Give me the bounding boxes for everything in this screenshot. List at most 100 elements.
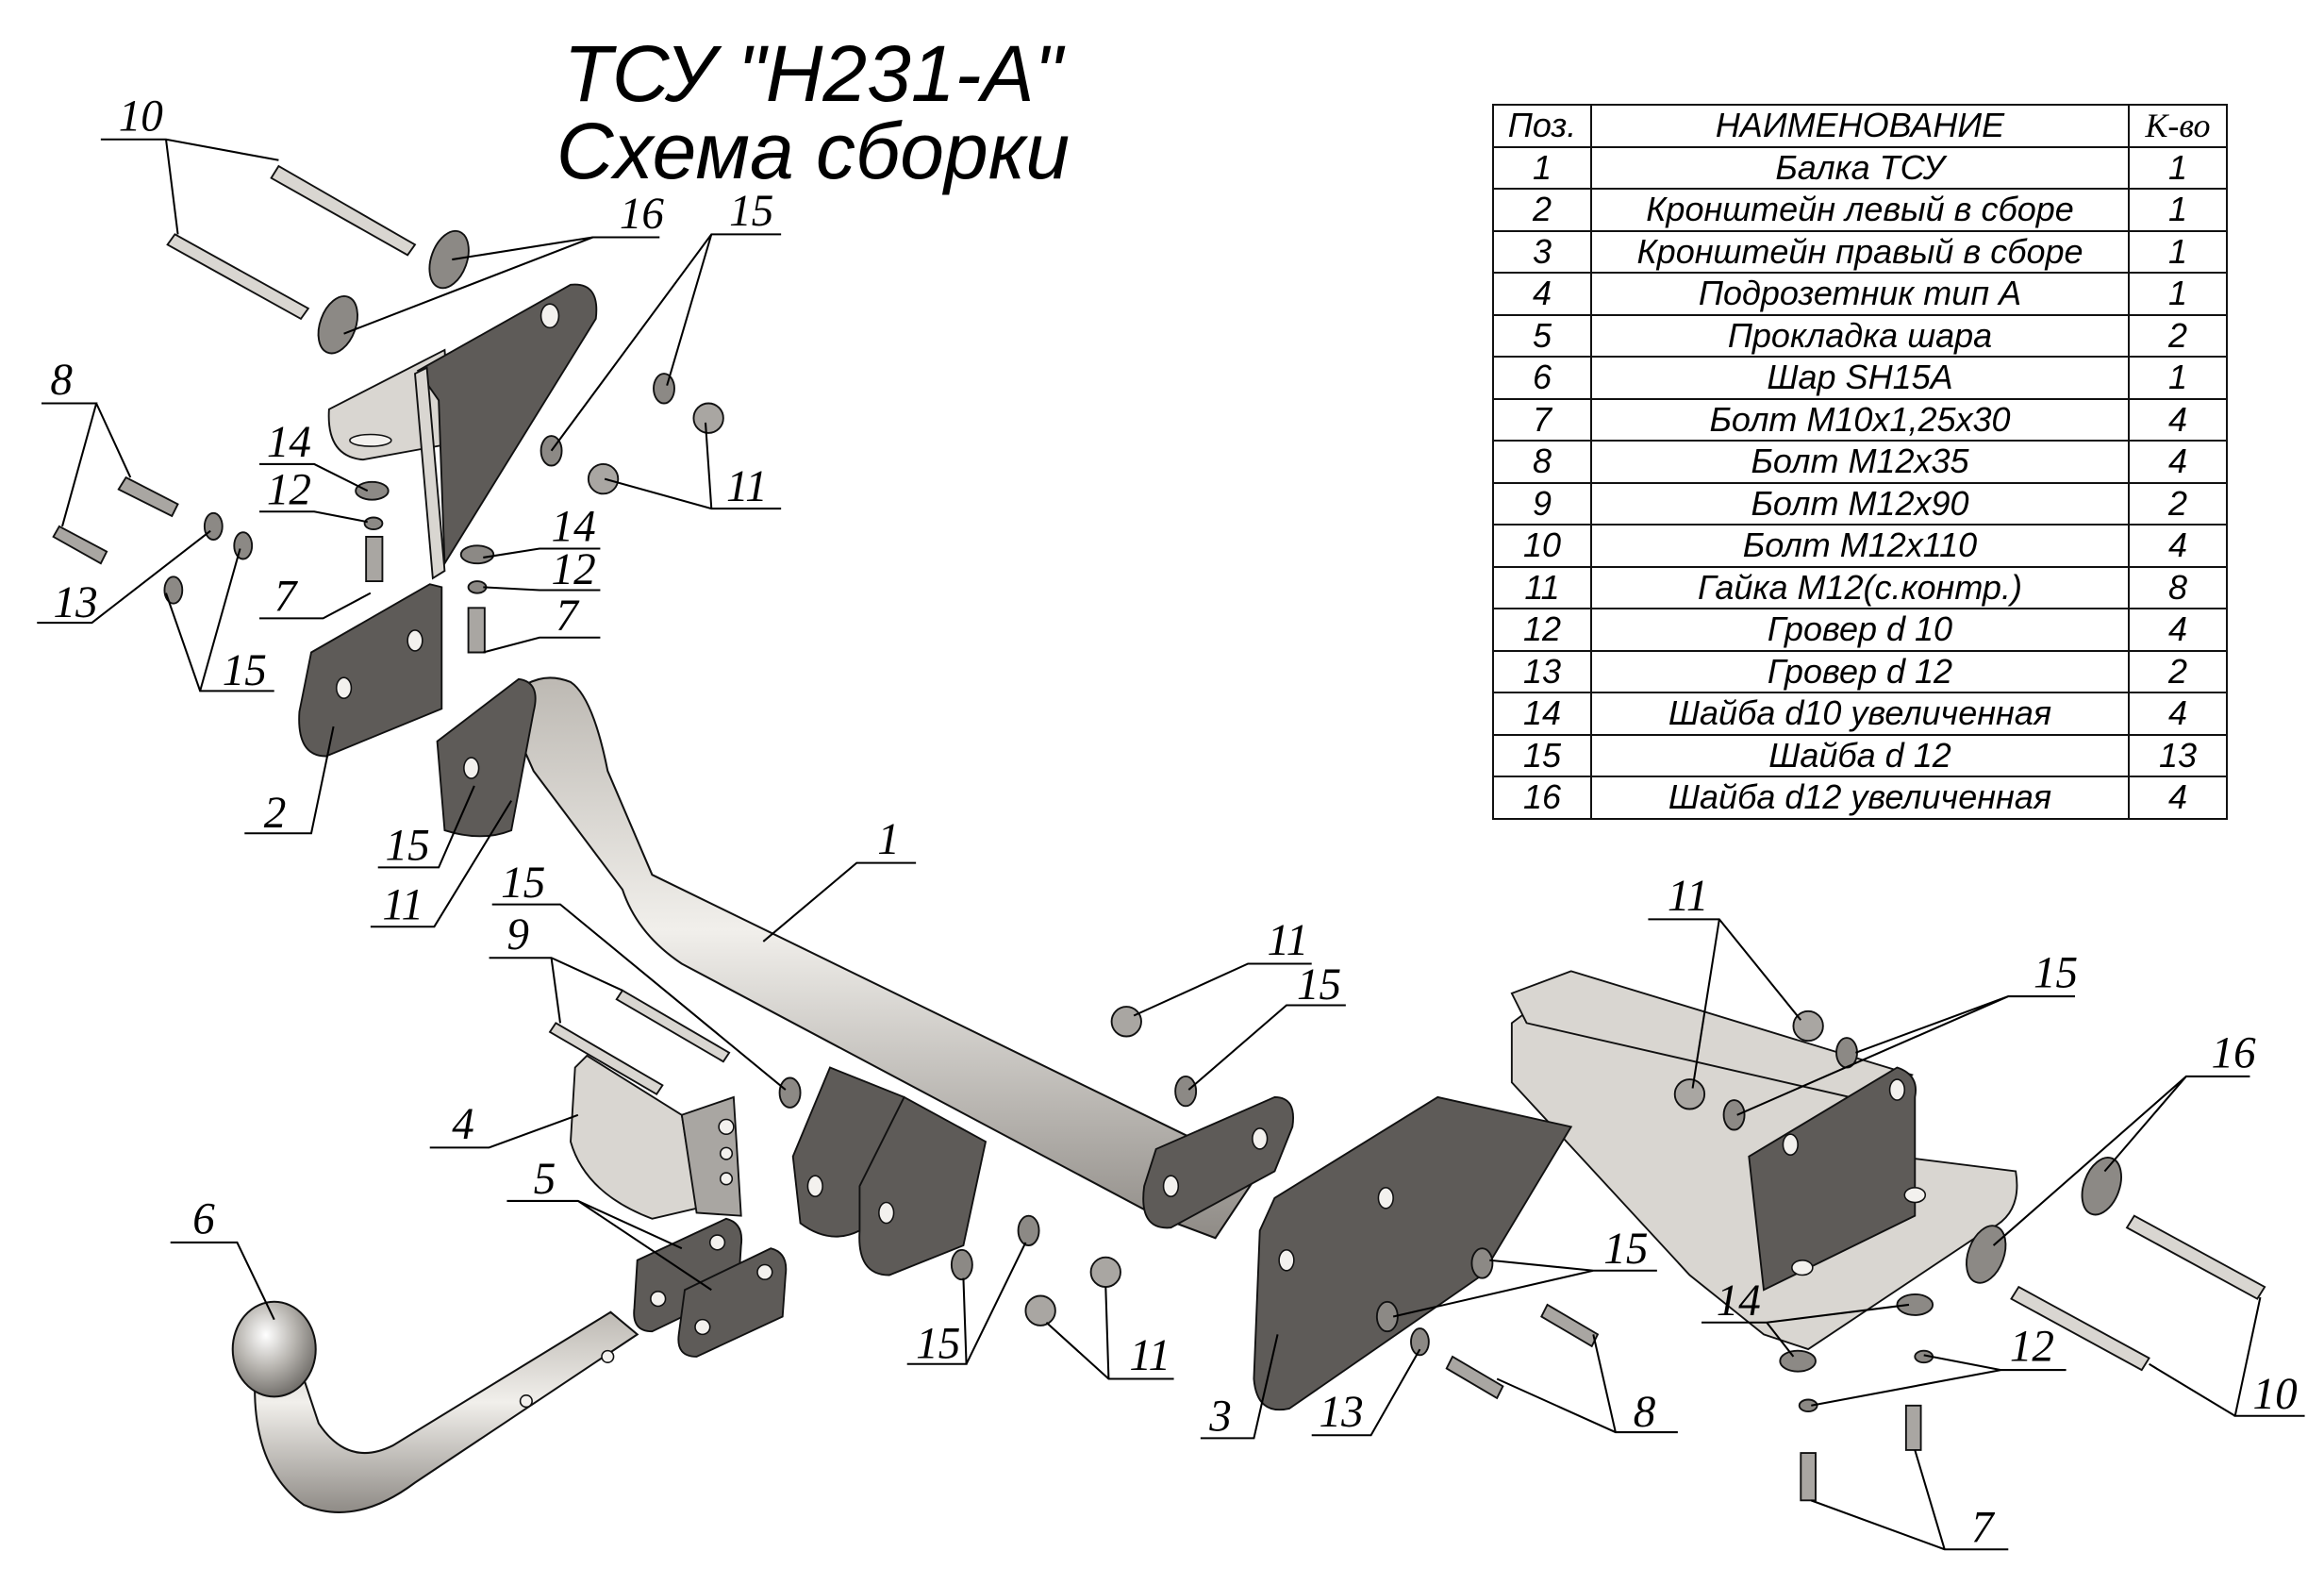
callout-label: 14 — [1717, 1276, 1761, 1326]
cell-quantity: 4 — [2128, 608, 2228, 652]
part-3-right-bracket — [1253, 970, 2018, 1411]
callout-label: 13 — [54, 578, 98, 627]
callout-4: 4 — [429, 1100, 579, 1149]
cell-name: Болт М10х1,25х30 — [1590, 397, 2130, 442]
callout-8-right: 8 — [1496, 1334, 1678, 1437]
diagram-subtitle: Схема сборки — [556, 107, 1071, 195]
diagram-title: ТСУ "H231-A" — [563, 29, 1063, 118]
cell-quantity: 4 — [2128, 524, 2228, 568]
cell-position: 11 — [1492, 565, 1592, 609]
callout-label: 8 — [1634, 1388, 1656, 1437]
callout-label: 15 — [916, 1320, 960, 1369]
callout-15-lower-right: 15 — [1392, 1225, 1657, 1318]
column-header-name: НАИМЕНОВАНИЕ — [1590, 104, 2130, 148]
cell-quantity: 1 — [2128, 229, 2228, 274]
cell-name: Кронштейн левый в сборе — [1590, 188, 2130, 232]
callout-label: 11 — [382, 880, 423, 929]
cell-quantity: 4 — [2128, 776, 2228, 820]
callout-15-left: 15 — [165, 548, 274, 695]
callout-label: 15 — [501, 859, 545, 908]
cell-position: 14 — [1492, 692, 1592, 736]
callout-11-top: 11 — [604, 422, 782, 511]
cell-name: Кронштейн правый в сборе — [1590, 229, 2130, 274]
cell-quantity: 4 — [2128, 692, 2228, 736]
cell-name: Болт М12х35 — [1590, 440, 2130, 484]
callout-label: 7 — [556, 592, 580, 641]
cell-position: 1 — [1492, 145, 1592, 190]
cell-name: Болт М12х110 — [1590, 524, 2130, 568]
callout-label: 15 — [729, 187, 773, 236]
cell-position: 2 — [1492, 188, 1592, 232]
cell-position: 12 — [1492, 608, 1592, 652]
callout-label: 11 — [1668, 872, 1709, 921]
callout-label: 11 — [1268, 916, 1309, 965]
callout-12-left: 12 — [259, 465, 368, 524]
cell-name: Шайба d10 увеличенная — [1590, 692, 2130, 736]
callout-15-center-right: 15 — [1187, 960, 1346, 1091]
callout-13-left: 13 — [37, 529, 211, 627]
callout-16-right: 16 — [1992, 1029, 2257, 1246]
callout-9: 9 — [489, 910, 623, 1024]
callout-label: 9 — [506, 910, 529, 959]
cell-position: 13 — [1492, 649, 1592, 693]
callout-11-bottom-center: 11 — [1045, 1287, 1174, 1380]
part-5-spacers — [633, 1217, 788, 1358]
callout-label: 16 — [2212, 1029, 2257, 1078]
callout-label: 3 — [1208, 1393, 1232, 1442]
cell-position: 6 — [1492, 356, 1592, 400]
callout-label: 6 — [192, 1195, 215, 1244]
part-1-beam — [436, 676, 1294, 1276]
callout-label: 4 — [452, 1100, 474, 1149]
callout-label: 15 — [386, 821, 430, 870]
callout-1: 1 — [762, 815, 917, 943]
cell-name: Шар SH15A — [1590, 356, 2130, 400]
cell-quantity: 1 — [2128, 188, 2228, 232]
callouts: 10 16 15 8 14 12 13 7 15 14 12 7 11 2 15… — [37, 92, 2305, 1552]
cell-quantity: 8 — [2128, 565, 2228, 609]
callout-label: 12 — [267, 465, 311, 514]
callout-14-left: 14 — [259, 418, 369, 492]
cell-name: Гровер d 10 — [1590, 608, 2130, 652]
fasteners — [52, 164, 2266, 1502]
cell-position: 15 — [1492, 733, 1592, 777]
callout-15-top: 15 — [550, 187, 782, 452]
callout-label: 14 — [267, 418, 311, 467]
callout-15-bottom-center: 15 — [906, 1242, 1027, 1369]
callout-label: 12 — [552, 545, 596, 594]
callout-label: 8 — [50, 356, 73, 405]
callout-7-mid: 7 — [483, 592, 601, 654]
cell-position: 16 — [1492, 776, 1592, 820]
callout-12-mid: 12 — [483, 545, 601, 594]
cell-position: 4 — [1492, 272, 1592, 316]
callout-13-right: 13 — [1311, 1348, 1421, 1437]
callout-label: 5 — [534, 1155, 556, 1204]
cell-quantity: 2 — [2128, 649, 2228, 693]
cell-quantity: 4 — [2128, 440, 2228, 484]
cell-name: Гайка М12(с.контр.) — [1590, 565, 2130, 609]
cell-name: Подрозетник тип А — [1590, 272, 2130, 316]
callout-14-mid: 14 — [483, 503, 601, 559]
callout-label: 10 — [119, 92, 163, 141]
callout-label: 15 — [1603, 1225, 1648, 1274]
callout-11-right: 11 — [1648, 872, 1802, 1089]
callout-label: 1 — [877, 815, 900, 864]
callout-5: 5 — [506, 1155, 712, 1292]
callout-15-center: 15 — [491, 859, 787, 1091]
cell-quantity: 4 — [2128, 397, 2228, 442]
callout-10-left: 10 — [100, 92, 279, 235]
cell-position: 9 — [1492, 481, 1592, 526]
part-6-tow-ball — [231, 1300, 639, 1513]
callout-8-left: 8 — [42, 356, 132, 527]
callout-label: 7 — [1971, 1503, 1996, 1552]
callout-3: 3 — [1200, 1334, 1279, 1442]
callout-7-left: 7 — [259, 572, 372, 621]
callout-label: 14 — [552, 503, 596, 552]
callout-11-beam: 11 — [370, 800, 513, 929]
